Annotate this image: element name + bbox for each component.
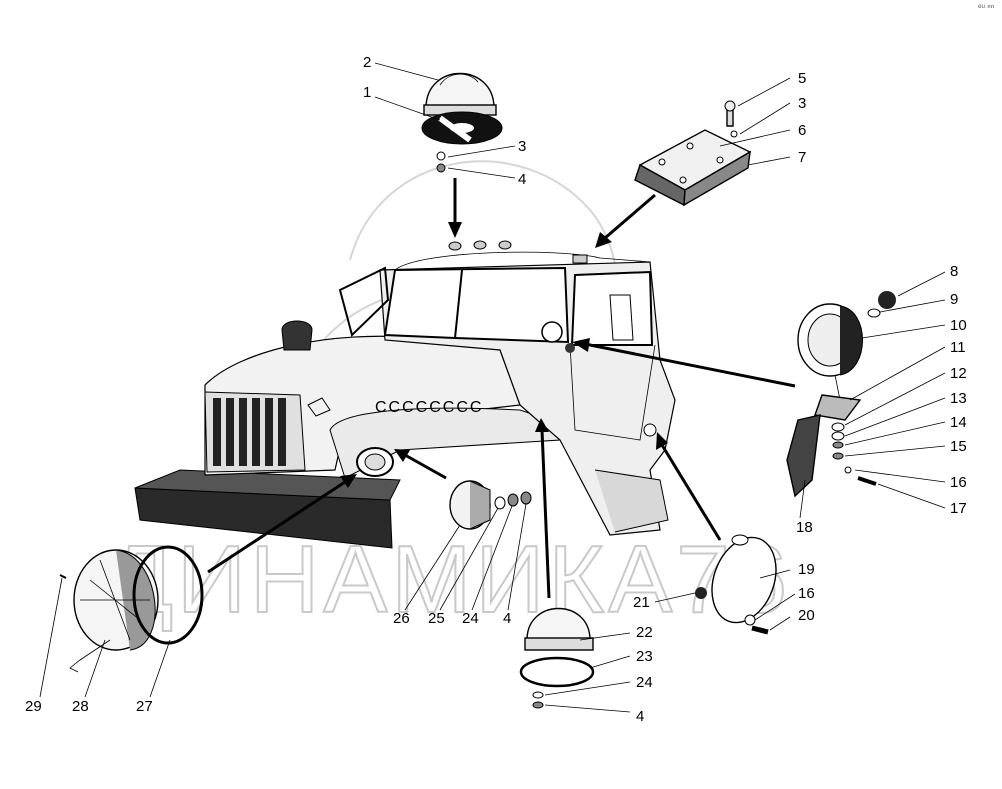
callout-26: 26 (393, 610, 410, 627)
callout-7: 7 (798, 149, 806, 166)
callout-4a: 4 (518, 171, 526, 188)
watermark-text: ДИНАМИКА76 (108, 526, 791, 633)
fog-lamp (449, 480, 532, 530)
roof-marker-lamp (421, 73, 503, 173)
callout-24b: 24 (462, 610, 479, 627)
roof-light-panel (634, 100, 752, 207)
callout-3a: 3 (518, 138, 526, 155)
callout-6: 6 (798, 122, 806, 139)
callout-18: 18 (796, 519, 813, 536)
callout-15: 15 (950, 438, 967, 455)
callout-22: 22 (636, 624, 653, 641)
callout-24a: 24 (636, 674, 653, 691)
callout-10: 10 (950, 317, 967, 334)
callout-23: 23 (636, 648, 653, 665)
truck-cab: СССССССС (134, 240, 676, 549)
callout-2: 2 (363, 54, 371, 71)
side-marker-lamp (695, 534, 777, 635)
callout-3b: 3 (798, 95, 806, 112)
radiator-grille (204, 391, 306, 473)
callout-12: 12 (950, 365, 967, 382)
callout-4b: 4 (636, 708, 644, 725)
callout-11: 11 (950, 339, 966, 356)
callout-25: 25 (428, 610, 445, 627)
callout-16a: 16 (950, 474, 967, 491)
air-filter (281, 320, 313, 351)
headlamp-assembly (59, 545, 204, 673)
windshield (383, 266, 570, 344)
spotlight-assembly (786, 291, 896, 498)
hood-vent-text: СССССССС (375, 399, 483, 416)
callout-8: 8 (950, 263, 958, 280)
assembly-arrows (207, 178, 796, 599)
callout-16b: 16 (798, 585, 815, 602)
callout-4c: 4 (503, 610, 511, 627)
side-mirror (338, 266, 390, 337)
callout-19: 19 (798, 561, 815, 578)
callout-17: 17 (950, 500, 967, 517)
callout-29: 29 (25, 698, 42, 715)
callout-20: 20 (798, 607, 815, 624)
callout-1: 1 (363, 84, 371, 101)
callout-5: 5 (798, 70, 806, 87)
callout-9: 9 (950, 291, 958, 308)
side-lamp-bottom (519, 607, 595, 709)
callout-13: 13 (950, 390, 967, 407)
leader-lines (39, 62, 946, 713)
callout-14: 14 (950, 414, 967, 431)
callout-27: 27 (136, 698, 153, 715)
corner-mark: ᵉᵘ ⁿⁿ (978, 2, 994, 12)
callout-28: 28 (72, 698, 89, 715)
callout-labels: 2 1 3 4 5 3 6 7 8 9 10 11 12 13 14 15 16… (25, 54, 967, 725)
callout-21: 21 (633, 594, 650, 611)
